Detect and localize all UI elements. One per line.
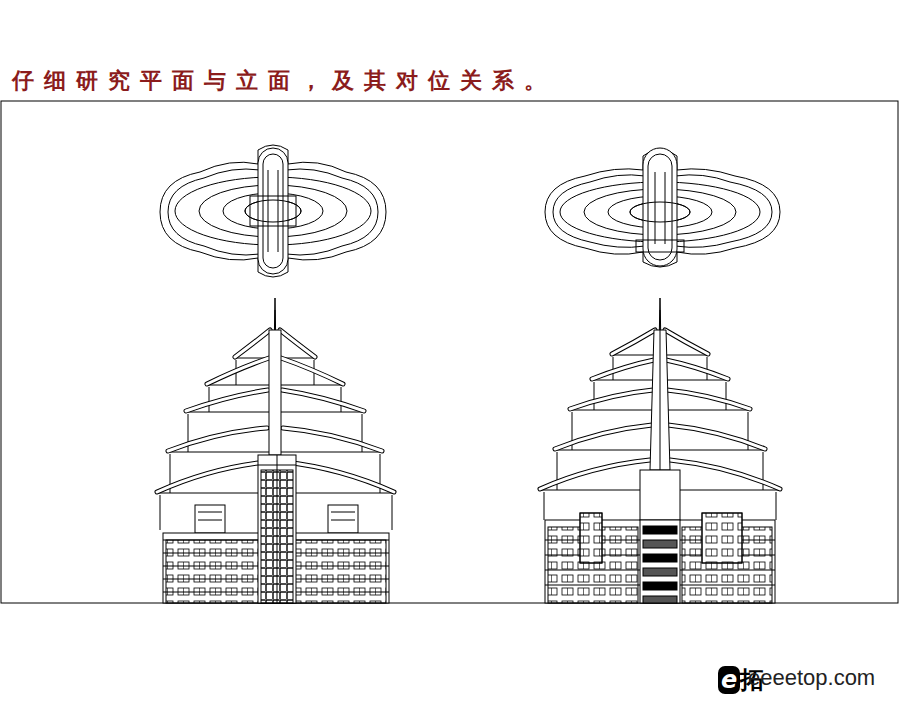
page-title: 仔细研究平面与立面，及其对位关系。: [12, 66, 556, 96]
right-plan: [545, 148, 780, 267]
watermark-url: eeeetop.com: [748, 665, 875, 691]
frame: [1, 101, 898, 603]
left-plan: [160, 145, 386, 277]
left-elevation: [157, 298, 394, 603]
right-elevation: [540, 298, 780, 603]
